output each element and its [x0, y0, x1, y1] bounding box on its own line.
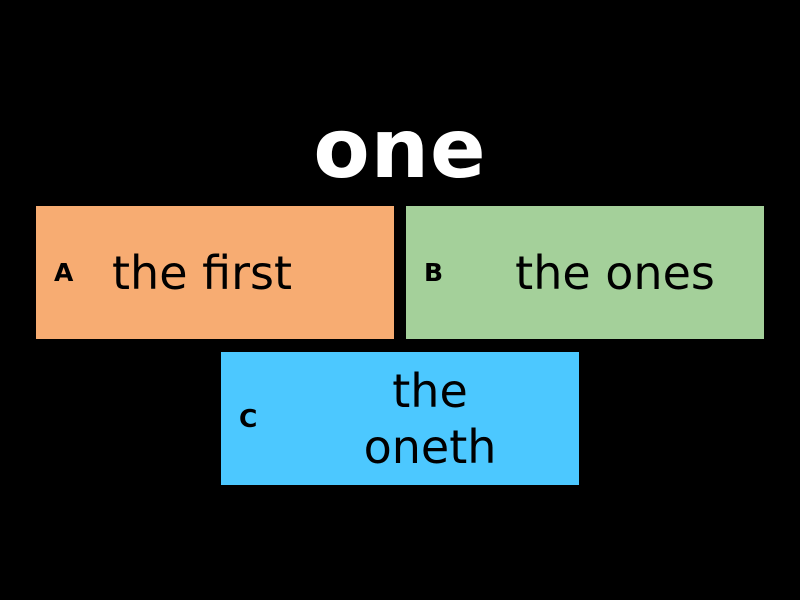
answer-option-a[interactable]: A the first	[36, 206, 394, 339]
answer-letter: B	[424, 258, 444, 287]
answer-option-b[interactable]: B the ones	[406, 206, 764, 339]
question-prompt: one	[313, 102, 487, 197]
answer-letter: C	[239, 404, 258, 433]
answer-text: the first	[112, 245, 293, 300]
answer-option-c[interactable]: C the oneth	[221, 352, 579, 485]
answer-text: the oneth	[363, 363, 497, 474]
answer-letter: A	[54, 258, 74, 287]
answer-text: the ones	[515, 245, 715, 300]
